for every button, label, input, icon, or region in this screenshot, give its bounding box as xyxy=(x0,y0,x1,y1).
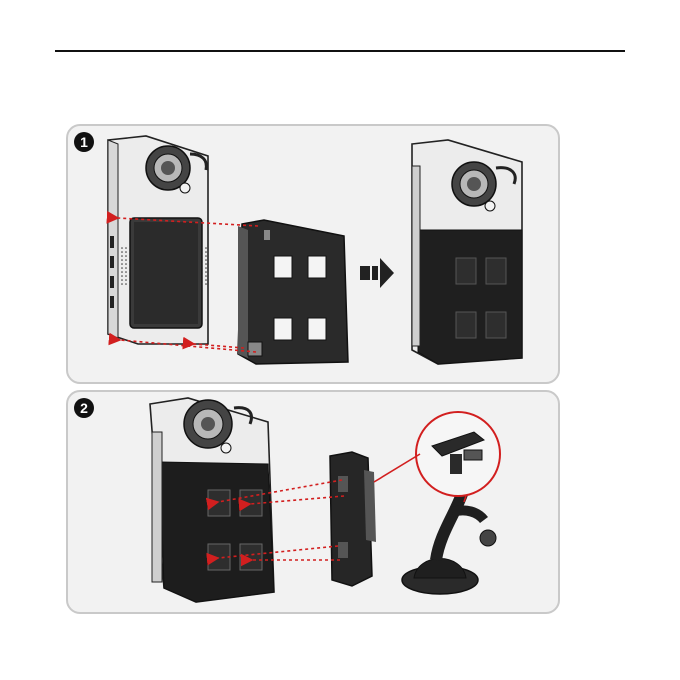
step-2-panel: 2 xyxy=(66,390,560,614)
arrow-right-icon xyxy=(360,258,394,288)
camera-assembled-view xyxy=(412,140,522,364)
mount-bracket xyxy=(238,220,348,364)
header-rule xyxy=(55,50,625,52)
step-2-illustration xyxy=(68,392,558,612)
step-1-illustration xyxy=(68,126,558,382)
zoom-circle xyxy=(374,412,500,502)
camera-front-view xyxy=(108,136,208,344)
mount-plate xyxy=(330,452,376,586)
camera-rear-view xyxy=(150,398,274,602)
step-1-panel: 1 xyxy=(66,124,560,384)
